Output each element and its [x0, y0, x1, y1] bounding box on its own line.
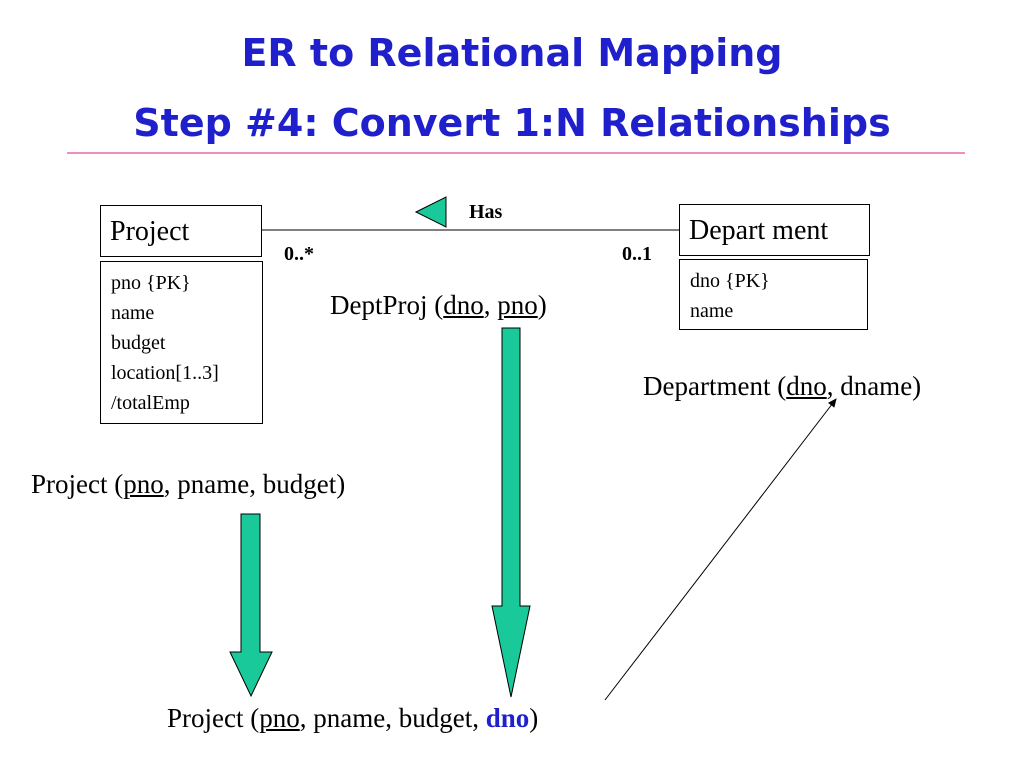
department-entity-name: Depart ment	[689, 215, 829, 246]
paren-open: (	[427, 290, 444, 320]
paren-open: (	[770, 371, 787, 401]
green-down-arrow-icon	[491, 327, 531, 698]
relation-attributes: , pname, budget)	[163, 469, 346, 499]
relation-attributes: , pname, budget,	[299, 703, 486, 733]
project-attribute: budget	[111, 332, 166, 354]
department-entity-header: Depart ment	[679, 204, 870, 256]
primary-key: dno	[786, 371, 827, 401]
project-entity-header: Project	[100, 205, 262, 257]
relation-name: Department	[643, 371, 771, 401]
result-project-relation: Project (pno, pname, budget, dno)	[167, 703, 538, 734]
department-relation: Department (dno, dname)	[643, 371, 921, 402]
primary-key: pno	[497, 290, 538, 320]
title-line-2: Step #4: Convert 1:N Relationships	[133, 101, 891, 145]
paren-open: (	[107, 469, 124, 499]
green-down-arrow-icon	[229, 513, 273, 698]
title-line-1: ER to Relational Mapping	[241, 31, 783, 75]
department-attribute: name	[690, 300, 734, 322]
title-underline	[67, 152, 965, 154]
relation-attributes: , dname)	[826, 371, 922, 401]
relation-name: DeptProj	[330, 290, 428, 320]
project-multiplicity: 0..*	[284, 243, 314, 265]
department-attributes-box: dno {PK} name	[679, 259, 868, 330]
paren-close: )	[529, 703, 539, 733]
project-attributes-box: pno {PK} name budget location[1..3] /tot…	[100, 261, 263, 424]
primary-key: pno	[259, 703, 300, 733]
relation-name: Project	[31, 469, 108, 499]
has-direction-triangle-icon	[414, 196, 447, 228]
project-entity-name: Project	[110, 216, 190, 247]
project-attribute: name	[111, 302, 155, 324]
project-attribute: location[1..3]	[111, 362, 219, 384]
primary-key: dno	[443, 290, 484, 320]
separator: ,	[483, 290, 498, 320]
department-multiplicity: 0..1	[622, 243, 652, 265]
department-attribute: dno {PK}	[690, 270, 770, 292]
project-relation: Project (pno, pname, budget)	[31, 469, 345, 500]
foreign-key: dno	[485, 703, 530, 733]
project-attribute: pno {PK}	[111, 272, 191, 294]
relation-name: Project	[167, 703, 244, 733]
thin-arrow-icon	[604, 398, 837, 701]
paren-open: (	[243, 703, 260, 733]
project-attribute: /totalEmp	[111, 392, 190, 414]
primary-key: pno	[123, 469, 164, 499]
relationship-name: Has	[469, 201, 503, 223]
deptproj-relation: DeptProj (dno, pno)	[330, 290, 547, 321]
paren-close: )	[537, 290, 547, 320]
